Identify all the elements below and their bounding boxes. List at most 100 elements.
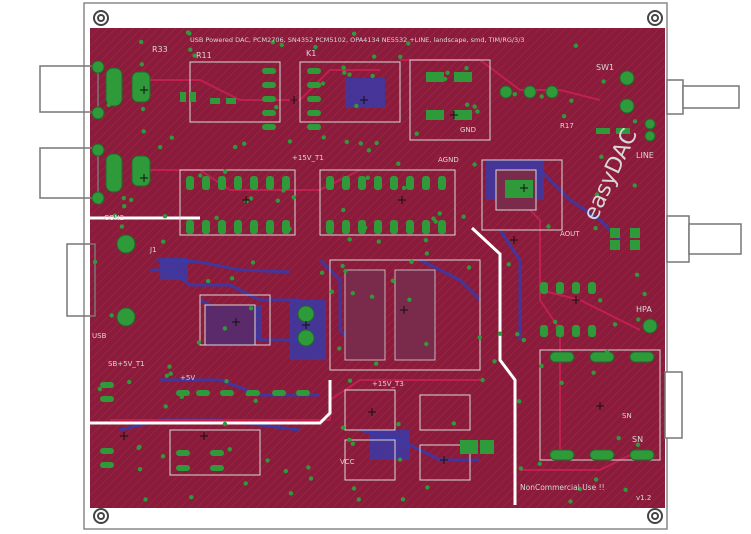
label-gnd2: GND — [460, 126, 476, 134]
via — [497, 331, 503, 336]
via — [347, 378, 353, 383]
label-r11: R11 — [196, 51, 212, 60]
via — [232, 144, 238, 150]
via — [350, 441, 355, 446]
via — [472, 162, 477, 167]
mounting-holes — [93, 10, 663, 524]
via — [121, 195, 127, 201]
via — [321, 135, 326, 140]
board-cutouts — [90, 216, 517, 505]
via — [354, 103, 359, 109]
via — [342, 70, 347, 75]
via — [329, 289, 335, 294]
label-vdd1: +15V_T1 — [292, 154, 324, 162]
via — [337, 346, 342, 351]
via — [632, 119, 638, 124]
via — [425, 485, 430, 490]
via — [414, 131, 419, 136]
label-vcc: VCC — [340, 458, 355, 466]
via — [407, 297, 412, 302]
via — [136, 445, 141, 451]
via — [169, 135, 174, 140]
via — [464, 65, 469, 71]
via — [466, 265, 472, 270]
via — [164, 373, 170, 378]
label-con2: CON2 — [104, 214, 124, 222]
via — [515, 332, 520, 337]
via — [245, 391, 250, 397]
label-sn: SN — [632, 435, 643, 444]
via — [242, 141, 247, 146]
via — [492, 359, 497, 364]
via — [391, 228, 396, 234]
component-outlines — [169, 59, 661, 481]
via — [224, 379, 229, 384]
via — [139, 39, 144, 45]
via — [265, 458, 270, 463]
via — [559, 380, 564, 385]
board-title: USB Powered DAC, PCM2706, SN4352 PCM5102… — [190, 36, 525, 44]
via — [340, 425, 346, 430]
via — [344, 139, 349, 144]
via — [137, 467, 143, 472]
via — [612, 322, 618, 327]
label-j1: J1 — [149, 246, 157, 254]
via — [365, 175, 370, 180]
via — [425, 223, 431, 229]
via — [423, 238, 429, 243]
via — [250, 260, 256, 265]
via — [406, 41, 411, 46]
via — [168, 371, 173, 376]
audio-jack-outlines — [39, 65, 99, 317]
ic-dac — [344, 269, 386, 361]
via — [480, 377, 485, 383]
mounting-hole-icon — [93, 508, 109, 524]
via — [308, 476, 314, 481]
via — [539, 363, 544, 369]
via — [461, 214, 466, 219]
via — [351, 31, 357, 36]
via — [634, 272, 640, 277]
via — [516, 399, 522, 404]
via — [243, 481, 248, 486]
via — [477, 335, 482, 340]
via — [140, 106, 146, 112]
version-label: v1.2 — [636, 494, 651, 502]
label-agnd: AGND — [438, 156, 459, 164]
via — [222, 169, 228, 174]
via — [112, 213, 118, 218]
via — [97, 386, 103, 392]
via — [347, 437, 352, 442]
mounting-hole-icon — [647, 508, 663, 524]
via — [92, 259, 98, 265]
via — [341, 65, 346, 70]
via — [636, 317, 641, 322]
via — [451, 421, 457, 426]
via — [188, 47, 193, 52]
via — [179, 394, 184, 399]
via — [401, 185, 407, 191]
via — [569, 98, 574, 103]
via — [141, 129, 146, 134]
via — [222, 421, 228, 427]
via — [593, 477, 599, 482]
ic-pcm2706 — [204, 304, 256, 346]
via — [347, 237, 352, 242]
via — [362, 225, 368, 230]
via — [283, 468, 288, 474]
via — [122, 204, 127, 209]
via — [369, 294, 375, 299]
via — [356, 497, 361, 502]
label-r17: R17 — [560, 122, 574, 130]
via — [521, 337, 526, 343]
via — [437, 211, 442, 216]
via — [642, 291, 647, 297]
via — [518, 466, 524, 471]
via — [270, 40, 276, 45]
via — [350, 291, 355, 296]
footer-note: NonCommercial Use !! — [520, 483, 605, 492]
via — [347, 72, 352, 77]
via — [227, 447, 232, 452]
via — [222, 326, 228, 331]
